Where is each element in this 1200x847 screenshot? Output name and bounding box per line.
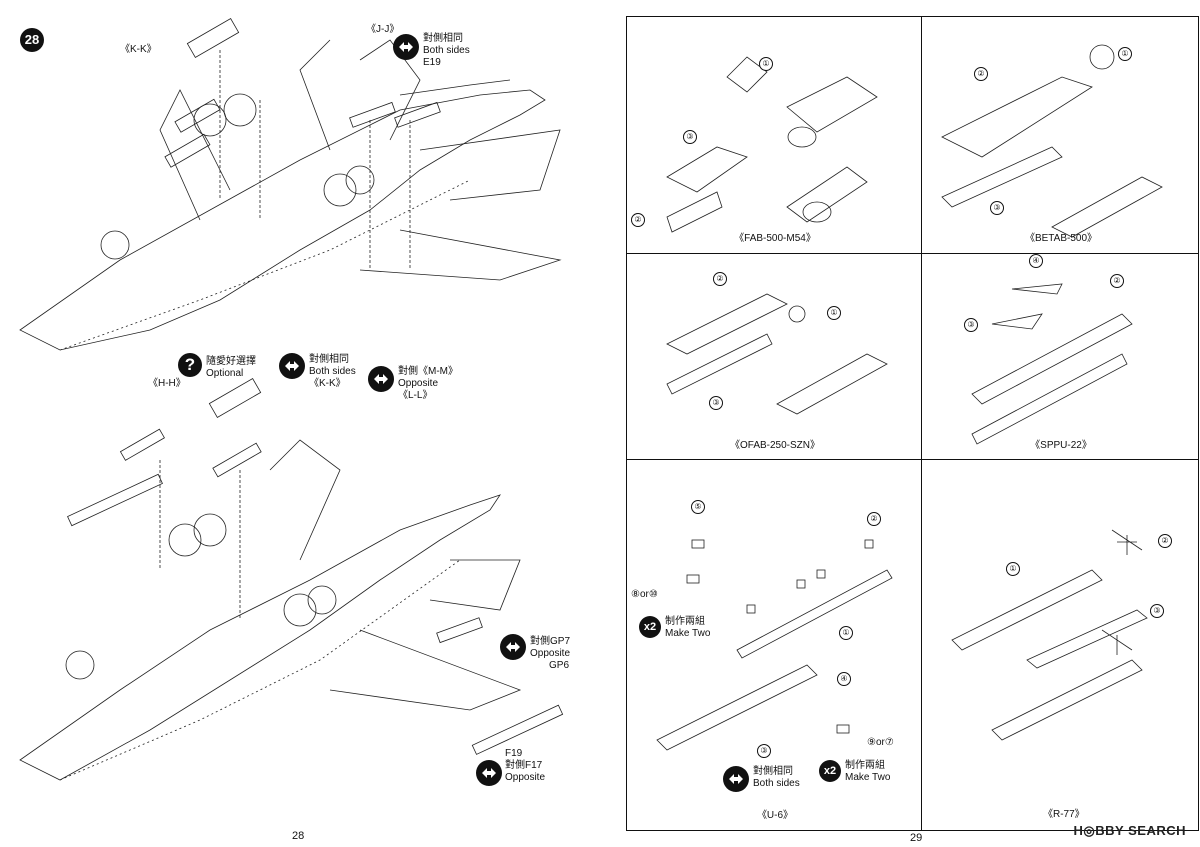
part-number-1: ① (827, 306, 841, 320)
kk-label-top: 《K-K》 (120, 44, 157, 55)
part-number-3: ③ (1150, 604, 1164, 618)
part-number-2: ② (631, 213, 645, 227)
part-number-2: ② (867, 512, 881, 526)
r-77-drawing (951, 529, 1148, 741)
sppu-22-drawing (971, 283, 1133, 445)
caption-sppu-22: 《SPPU-22》 (1030, 440, 1092, 451)
both-sides-zh-top: 對側相同 (423, 33, 463, 44)
gp7-en: Opposite (530, 648, 571, 659)
opposite-arrow-icon (368, 366, 394, 392)
page-number-28: 28 (292, 830, 305, 842)
both-sides-en-u6: Both sides (753, 778, 800, 789)
hh-label: 《H-H》 (148, 378, 186, 389)
u-6-drawing (656, 539, 893, 751)
part-number-5: ⑤ (691, 500, 705, 514)
hobby-search-watermark: H◎BBY SEARCH (1073, 823, 1186, 838)
ll-label: 《L-L》 (398, 390, 433, 401)
part-e19: E19 (423, 57, 441, 68)
betab-500-drawing (941, 44, 1163, 238)
panel-betab-500: ① ② ③ 《BETAB-500》 (921, 16, 1199, 254)
page-number-29: 29 (910, 832, 923, 844)
panel-u-6: ⑤ ② ① ③ ④ ⑧or⑩ ⑨or⑦ x2 制作兩組 Make Two x2 … (626, 459, 922, 831)
both-sides-en-top: Both sides (423, 45, 470, 56)
opposite-f17-arrow-icon (476, 760, 502, 786)
part-number-2: ② (1110, 274, 1124, 288)
part-number-3: ③ (964, 318, 978, 332)
fab-500-drawing (666, 56, 878, 233)
make-two-en: Make Two (665, 628, 711, 639)
question-icon: ? (178, 353, 202, 377)
make-two-zh-2: 制作兩組 (845, 760, 885, 771)
part-number-4: ④ (1029, 254, 1043, 268)
r77-label: 《R-77》 (1043, 809, 1085, 820)
caption-ofab-250-szn: 《OFAB-250-SZN》 (729, 440, 821, 451)
ofab-250-drawing (666, 293, 888, 415)
optional-zh: 隨愛好選擇 (206, 356, 256, 367)
part-number-3: ③ (757, 744, 771, 758)
f17-zh: 對側F17 (505, 760, 543, 771)
part-number-2: ② (713, 272, 727, 286)
part-number-3: ③ (683, 130, 697, 144)
part-number-3: ③ (990, 201, 1004, 215)
gp7-zh: 對側GP7 (530, 636, 571, 647)
make-two-en-2: Make Two (845, 772, 891, 783)
make-two-badge-icon: x2 (819, 760, 841, 782)
or-label-2: ⑨or⑦ (867, 737, 894, 748)
make-two-badge-icon: x2 (639, 616, 661, 638)
part-number-1: ① (839, 626, 853, 640)
f19: F19 (505, 748, 523, 759)
part-number-1: ① (1118, 47, 1132, 61)
optional-en: Optional (206, 368, 244, 379)
opposite-mm-zh: 對側《M-M》 (398, 366, 458, 377)
step-number-badge: 28 (20, 28, 44, 52)
part-number-2: ② (1158, 534, 1172, 548)
part-number-4: ④ (837, 672, 851, 686)
gp6: GP6 (549, 660, 570, 671)
page-28: 28 (19, 18, 571, 842)
part-number-1: ① (759, 57, 773, 71)
both-sides-zh-u6: 對側相同 (753, 766, 793, 777)
opposite-en-mid: Opposite (398, 378, 439, 389)
page-29: ① ③ ② 《FAB-500-M54》 ① ② ③ 《BETAB-500》 (600, 0, 1200, 847)
aircraft-line-drawings (19, 18, 564, 781)
or-label-1: ⑧or⑩ (631, 589, 658, 600)
panel-ofab-250-szn: ① ② ③ 《OFAB-250-SZN》 (626, 253, 922, 460)
panel-fab-500-m54: ① ③ ② 《FAB-500-M54》 (626, 16, 922, 254)
both-sides-zh-mid: 對側相同 (309, 354, 349, 365)
panel-sppu-22: ④ ③ ② 《SPPU-22》 (921, 253, 1199, 460)
part-number-3: ③ (709, 396, 723, 410)
f17-en: Opposite (505, 772, 546, 783)
part-number-1: ① (1006, 562, 1020, 576)
caption-betab-500: 《BETAB-500》 (1024, 233, 1098, 244)
both-sides-arrow-icon (393, 34, 419, 60)
part-number-2: ② (974, 67, 988, 81)
panel-r-77: ① ② ③ (921, 459, 1199, 831)
both-sides-arrow-icon (723, 766, 749, 792)
make-two-zh: 制作兩組 (665, 616, 705, 627)
caption-u-6: 《U-6》 (756, 810, 794, 821)
both-sides-en-mid: Both sides (309, 366, 356, 377)
both-sides-arrow-icon (279, 353, 305, 379)
caption-fab-500-m54: 《FAB-500-M54》 (734, 233, 816, 244)
kk-label-mid: 《K-K》 (309, 378, 346, 389)
opposite-gp7-arrow-icon (500, 634, 526, 660)
jj-label: 《J-J》 (366, 24, 400, 35)
